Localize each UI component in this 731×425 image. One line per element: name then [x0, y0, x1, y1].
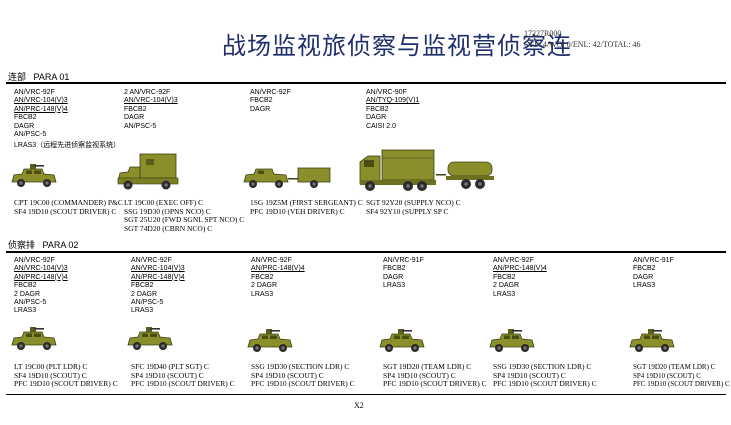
bottom-divider [6, 394, 726, 395]
section-divider [6, 251, 726, 253]
section-divider [6, 82, 726, 84]
equipment-list: AN/VRC-92F AN/VRC-104(V)3 AN/PRC-148(V)4… [14, 89, 121, 150]
personnel-list: SGT 19D20 (TEAM LDR) C SP4 19D10 (SCOUT)… [383, 362, 487, 389]
section-para: PARA 02 [42, 240, 79, 250]
equipment-list: AN/VRC-91F FBCB2 DAGR LRAS3 [633, 257, 674, 290]
personnel-list: SGT 92Y20 (SUPPLY NCO) C SF4 92Y10 (SUPP… [366, 198, 461, 216]
section-para: PARA 01 [33, 72, 70, 82]
hmmwv-icon [486, 328, 538, 352]
personnel-list: 1SG 19Z5M (FIRST SERGEANT) C PFC 19D10 (… [250, 198, 363, 216]
personnel-list: SGT 19D20 (TEAM LDR) C SP4 19D10 (SCOUT)… [633, 363, 730, 389]
personnel-list: SSG 19D30 (SECTION LDR) C SP4 19D10 (SCO… [493, 362, 597, 389]
hmmwv-icon [244, 328, 296, 352]
shelter-truck-icon [117, 153, 179, 190]
hmmwv-icon [124, 326, 176, 350]
personnel-list: LT 19C00 (EXEC OFF) C SSG 19D30 (OPNS NC… [124, 198, 245, 233]
supply-truck-trailer-icon [359, 149, 494, 191]
unit-code-block: 17227R000 OFF: 4/WO: 0/ENL: 42/TOTAL: 46 [524, 28, 641, 50]
personnel-list: LT 19C00 (PLT LDR) C SF4 19D10 (SCOUT) C… [14, 362, 118, 389]
section-header-hq: 连部 PARA 01 [8, 70, 69, 83]
hmmwv-icon [8, 163, 60, 187]
strength-summary: OFF: 4/WO: 0/ENL: 42/TOTAL: 46 [524, 40, 641, 49]
unit-code: 17227R000 [524, 29, 562, 38]
section-header-scout-platoon: 侦察排 PARA 02 [8, 238, 78, 251]
hmmwv-icon [376, 328, 428, 352]
page-title: 战场监视旅侦察与监视营侦察连 [222, 32, 572, 60]
section-name: 侦察排 [8, 240, 36, 250]
personnel-list: SFC 19D40 (PLT SGT) C SP4 19D10 (SCOUT) … [131, 362, 235, 389]
equipment-list: AN/VRC-90F AN/TYQ-109(V)1 FBCB2 DAGR CAI… [366, 89, 420, 130]
equipment-list: AN/VRC-92F AN/PRC-148(V)4 FBCB2 2 DAGR L… [251, 257, 305, 298]
section-name: 连部 [8, 72, 27, 82]
personnel-list: SSG 19D30 (SECTION LDR) C SP4 19D10 (SCO… [251, 362, 355, 389]
equipment-list: 2 AN/VRC-92F AN/VRC-104(V)3 FBCB2 DAGR A… [124, 89, 178, 130]
equipment-list: AN/VRC-92F FBCB2 DAGR [250, 89, 291, 113]
hmmwv-trailer-icon [243, 167, 331, 188]
equipment-list: AN/VRC-92F AN/VRC-104(V)3 AN/PRC-148(V)4… [131, 257, 185, 315]
equipment-list: AN/VRC-91F FBCB2 DAGR LRAS3 [383, 257, 424, 290]
hmmwv-icon [626, 328, 678, 352]
hmmwv-icon [8, 326, 60, 350]
equipment-list: AN/VRC-92F AN/PRC-148(V)4 FBCB2 2 DAGR L… [493, 257, 547, 298]
equipment-list: AN/VRC-92F AN/VRC-104(V)3 AN/PRC-148(V)4… [14, 257, 68, 315]
personnel-list: CPT 19C00 (COMMANDER) P&C SF4 19D10 (SCO… [14, 198, 123, 216]
page-footer: X2 [354, 401, 364, 410]
